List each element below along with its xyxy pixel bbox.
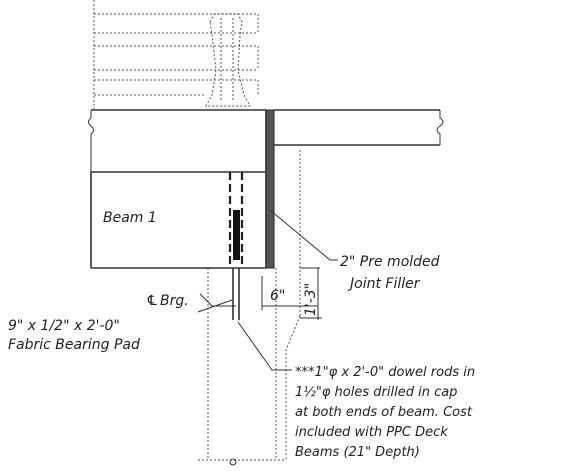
pad-label-1: 9" x 1/2" x 2'-0" <box>8 318 120 334</box>
cl-symbol: ℄ <box>146 293 159 309</box>
railing-outline <box>93 0 259 112</box>
pad-label-2: Fabric Bearing Pad <box>8 337 140 353</box>
joint-filler-hatch <box>265 109 275 269</box>
bearing-cap-outline <box>198 150 301 466</box>
dim-1ft3in-label: 1'-3" <box>303 283 319 316</box>
deck-slab <box>88 109 266 173</box>
dowel-rod <box>228 172 244 320</box>
dimension-lines <box>199 267 322 320</box>
leader-lines <box>197 209 338 371</box>
note-line-5: Beams (21" Depth) <box>295 445 420 460</box>
joint-filler-label-1: 2" Pre molded <box>340 254 440 270</box>
joint-filler-label-2: Joint Filler <box>347 276 421 292</box>
note-line-3: at both ends of beam. Cost <box>295 405 473 420</box>
beam-label: Beam 1 <box>103 210 157 226</box>
dim-6in-label: 6" <box>270 288 285 304</box>
adjacent-slab <box>274 109 444 146</box>
note-line-2: 1½"φ holes drilled in cap <box>295 385 457 400</box>
cl-brg-label: Brg. <box>160 293 189 309</box>
note-line-1: ***1"φ x 2'-0" dowel rods in <box>295 365 475 380</box>
note-line-4: included with PPC Deck <box>295 425 448 440</box>
